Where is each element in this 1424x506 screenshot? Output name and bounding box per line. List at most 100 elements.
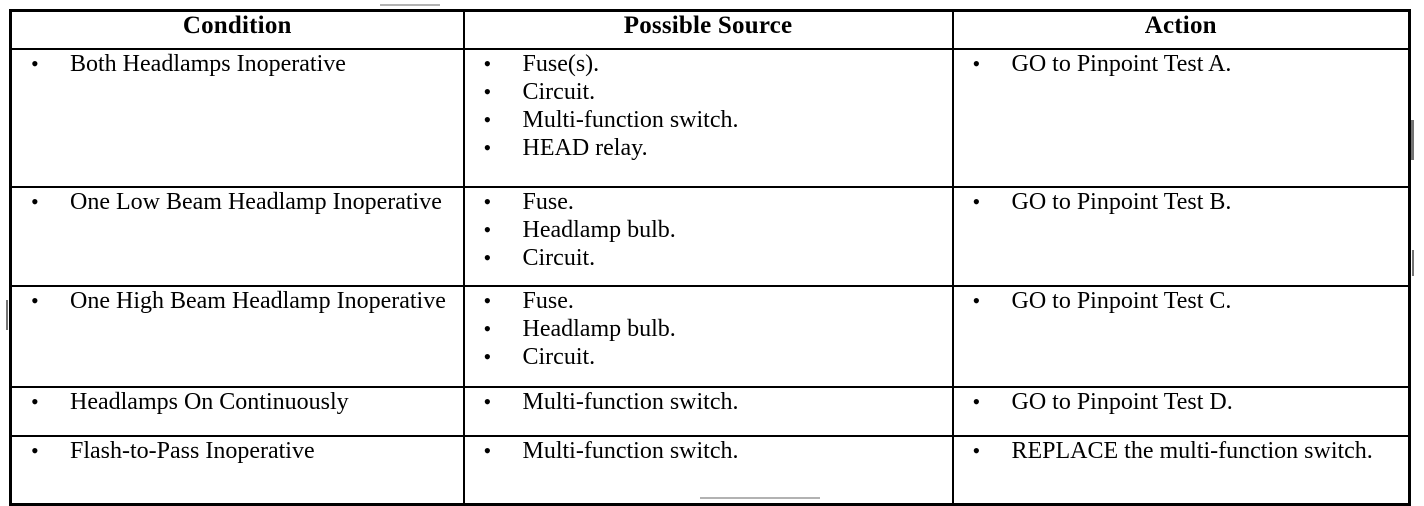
column-header-possible-source: Possible Source (462, 9, 954, 50)
bullet-icon: • (31, 389, 39, 414)
column-header-action: Action (951, 9, 1411, 50)
list-item: • GO to Pinpoint Test A. (954, 50, 1409, 78)
bullet-icon: • (31, 189, 39, 214)
list-item-label: Circuit. (522, 245, 596, 271)
bullet-icon: • (483, 135, 492, 160)
bullet-list-action: • GO to Pinpoint Test A. (954, 50, 1409, 78)
list-item-label: Headlamps On Continuously (70, 389, 349, 415)
list-item-label: Multi-function switch. (522, 438, 739, 464)
scan-artifact (1412, 250, 1414, 276)
bullet-list-possible-source: • Multi-function switch. (465, 388, 952, 416)
bullet-icon: • (31, 438, 39, 463)
bullet-list-condition: • One Low Beam Headlamp Inoperative (12, 188, 463, 216)
list-item: • GO to Pinpoint Test D. (954, 388, 1409, 416)
list-item-label: Headlamp bulb. (522, 217, 676, 243)
list-item-label: GO to Pinpoint Test A. (1011, 51, 1232, 77)
list-item: • REPLACE the multi-function switch. (954, 437, 1409, 465)
list-item: • Fuse(s). (465, 50, 952, 78)
bullet-icon: • (483, 51, 492, 76)
bullet-icon: • (31, 288, 39, 313)
list-item-label: Fuse(s). (522, 51, 600, 77)
bullet-icon: • (483, 189, 492, 214)
table-row: • One High Beam Headlamp Inoperative • F… (9, 285, 1411, 388)
table-row: • Flash-to-Pass Inoperative • Multi-func… (9, 435, 1411, 506)
column-header-condition: Condition (9, 9, 465, 50)
list-item: • Fuse. (465, 287, 952, 315)
bullet-icon: • (483, 107, 492, 132)
table-body: • Both Headlamps Inoperative • Fuse(s). … (9, 48, 1411, 506)
scan-artifact (380, 4, 440, 6)
list-item-label: HEAD relay. (522, 135, 648, 161)
list-item: • Both Headlamps Inoperative (12, 50, 463, 78)
list-item: • Multi-function switch. (465, 388, 952, 416)
list-item: • Circuit. (465, 343, 952, 371)
bullet-list-possible-source: • Fuse. • Headlamp bulb. • Circuit. (465, 188, 952, 272)
list-item-label: Flash-to-Pass Inoperative (70, 438, 315, 464)
list-item-label: GO to Pinpoint Test D. (1011, 389, 1233, 415)
cell-possible-source: • Fuse(s). • Circuit. • Multi-function s… (462, 48, 954, 188)
list-item: • Circuit. (465, 244, 952, 272)
list-item-label: GO to Pinpoint Test B. (1011, 189, 1232, 215)
cell-possible-source: • Fuse. • Headlamp bulb. • Circuit. (462, 186, 954, 287)
cell-possible-source: • Multi-function switch. (462, 435, 954, 506)
bullet-icon: • (483, 217, 492, 242)
list-item-label: Circuit. (522, 344, 596, 370)
list-item: • Circuit. (465, 78, 952, 106)
cell-action: • REPLACE the multi-function switch. (951, 435, 1411, 506)
cell-action: • GO to Pinpoint Test D. (951, 386, 1411, 437)
table-header-row: Condition Possible Source Action (9, 9, 1411, 50)
list-item: • Headlamps On Continuously (12, 388, 463, 416)
cell-condition: • One High Beam Headlamp Inoperative (9, 285, 465, 388)
list-item-label: Multi-function switch. (522, 107, 739, 133)
bullet-icon: • (972, 389, 981, 414)
cell-condition: • Both Headlamps Inoperative (9, 48, 465, 188)
list-item: • Flash-to-Pass Inoperative (12, 437, 463, 465)
cell-condition: • Headlamps On Continuously (9, 386, 465, 437)
bullet-list-condition: • Headlamps On Continuously (12, 388, 463, 416)
diagnostic-table: Condition Possible Source Action • Both … (9, 9, 1411, 506)
bullet-list-action: • GO to Pinpoint Test D. (954, 388, 1409, 416)
table-row: • Headlamps On Continuously • Multi-func… (9, 386, 1411, 437)
list-item: • Headlamp bulb. (465, 216, 952, 244)
bullet-icon: • (483, 245, 492, 270)
bullet-list-possible-source: • Fuse(s). • Circuit. • Multi-function s… (465, 50, 952, 162)
bullet-list-condition: • Flash-to-Pass Inoperative (12, 437, 463, 465)
table-row: • One Low Beam Headlamp Inoperative • Fu… (9, 186, 1411, 287)
bullet-icon: • (972, 51, 981, 76)
list-item-label: Both Headlamps Inoperative (70, 51, 346, 77)
bullet-icon: • (972, 288, 981, 313)
bullet-list-action: • GO to Pinpoint Test B. (954, 188, 1409, 216)
bullet-list-possible-source: • Multi-function switch. (465, 437, 952, 465)
list-item-label: Headlamp bulb. (522, 316, 676, 342)
list-item-label: GO to Pinpoint Test C. (1011, 288, 1232, 314)
bullet-list-condition: • One High Beam Headlamp Inoperative (12, 287, 463, 315)
bullet-list-action: • GO to Pinpoint Test C. (954, 287, 1409, 315)
list-item-label: Fuse. (522, 189, 574, 215)
cell-action: • GO to Pinpoint Test C. (951, 285, 1411, 388)
list-item: • HEAD relay. (465, 134, 952, 162)
list-item: • Fuse. (465, 188, 952, 216)
bullet-icon: • (972, 438, 981, 463)
list-item-label: Fuse. (522, 288, 574, 314)
cell-possible-source: • Multi-function switch. (462, 386, 954, 437)
list-item: • Multi-function switch. (465, 437, 952, 465)
table-row: • Both Headlamps Inoperative • Fuse(s). … (9, 48, 1411, 188)
list-item: • GO to Pinpoint Test B. (954, 188, 1409, 216)
scan-artifact (700, 497, 820, 499)
scan-artifact (6, 300, 8, 330)
bullet-icon: • (31, 51, 39, 76)
list-item: • One Low Beam Headlamp Inoperative (12, 188, 463, 216)
list-item: • Multi-function switch. (465, 106, 952, 134)
cell-action: • GO to Pinpoint Test B. (951, 186, 1411, 287)
bullet-icon: • (483, 389, 492, 414)
bullet-icon: • (483, 438, 492, 463)
cell-condition: • One Low Beam Headlamp Inoperative (9, 186, 465, 287)
list-item-label: Circuit. (522, 79, 596, 105)
cell-possible-source: • Fuse. • Headlamp bulb. • Circuit. (462, 285, 954, 388)
list-item-label: REPLACE the multi-function switch. (1011, 438, 1373, 464)
list-item-label: One Low Beam Headlamp Inoperative (70, 189, 442, 215)
bullet-icon: • (483, 344, 492, 369)
bullet-icon: • (483, 288, 492, 313)
bullet-icon: • (972, 189, 981, 214)
